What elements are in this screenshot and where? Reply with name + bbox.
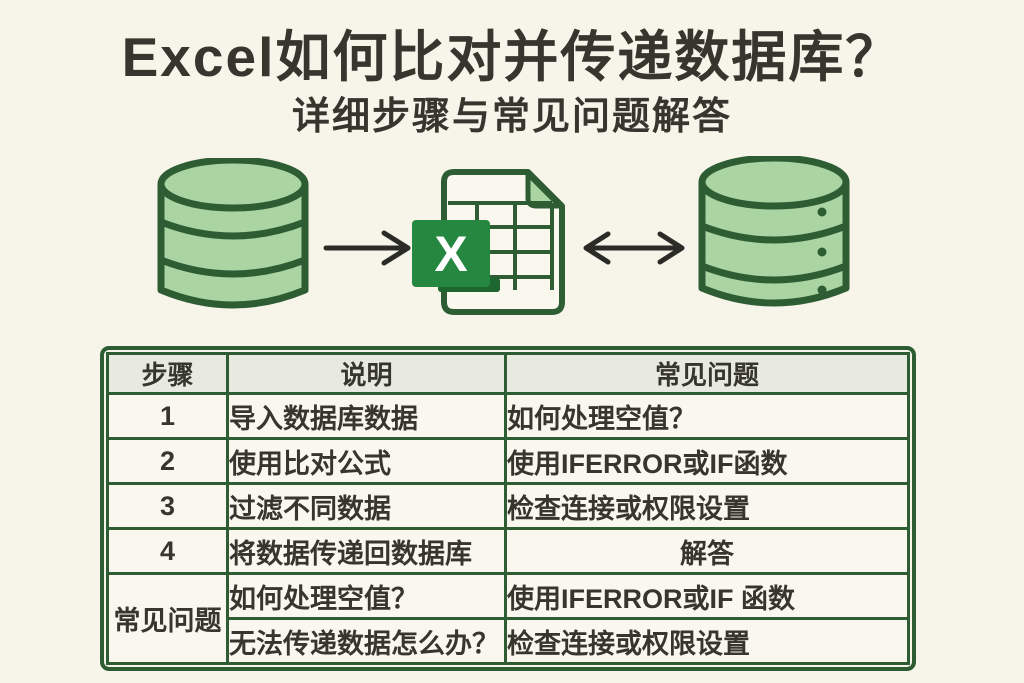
header-step: 步骤: [106, 352, 229, 395]
table-row: 常见问题 如何处理空值？ 使用IFERROR或IF 函数: [106, 572, 910, 665]
step-faq: 使用IFERROR或IF函数: [504, 437, 910, 485]
table-row: 2 使用比对公式 使用IFERROR或IF函数: [106, 437, 910, 485]
double-arrow-icon: [583, 231, 685, 265]
step-description: 导入数据库数据: [226, 392, 507, 440]
steps-table-container: 步骤 说明 常见问题 1 导入数据库数据 如何处理空值？ 2 使用比对公式 使用…: [100, 346, 916, 671]
step-description: 过滤不同数据: [226, 482, 507, 530]
step-faq: 解答: [504, 527, 910, 575]
faq-group-label: 常见问题: [106, 572, 229, 665]
step-faq: 检查连接或权限设置: [504, 482, 910, 530]
table-row: 4 将数据传递回数据库 解答: [106, 527, 910, 575]
database-icon: [157, 158, 309, 309]
table-row: 无法传递数据怎么办？ 检查连接或权限设置: [108, 617, 910, 665]
arrow-right-icon: [323, 230, 411, 266]
excel-file-icon: X: [412, 169, 565, 315]
page-subtitle: 详细步骤与常见问题解答: [291, 96, 732, 138]
table-row: 3 过滤不同数据 检查连接或权限设置: [106, 482, 910, 530]
step-number: 4: [106, 527, 229, 575]
faq-answer: 使用IFERROR或IF 函数: [504, 572, 910, 620]
header-description: 说明: [226, 352, 507, 395]
table-header-row: 步骤 说明 常见问题: [106, 352, 910, 395]
step-number: 3: [106, 482, 229, 530]
step-number: 1: [106, 392, 229, 440]
step-description: 使用比对公式: [226, 437, 507, 485]
header-faq: 常见问题: [504, 352, 910, 395]
steps-table: 步骤 说明 常见问题 1 导入数据库数据 如何处理空值？ 2 使用比对公式 使用…: [106, 352, 910, 665]
page-title: Excel如何比对并传递数据库？: [121, 26, 903, 88]
faq-answer: 检查连接或权限设置: [504, 617, 910, 665]
excel-x-letter: X: [434, 226, 467, 282]
table-row: 1 导入数据库数据 如何处理空值？: [106, 392, 910, 440]
database-icon: [698, 156, 850, 307]
step-number: 2: [106, 437, 229, 485]
faq-question: 无法传递数据怎么办？: [226, 617, 507, 665]
step-description: 将数据传递回数据库: [226, 527, 507, 575]
faq-question: 如何处理空值？: [226, 572, 507, 620]
step-faq: 如何处理空值？: [504, 392, 910, 440]
